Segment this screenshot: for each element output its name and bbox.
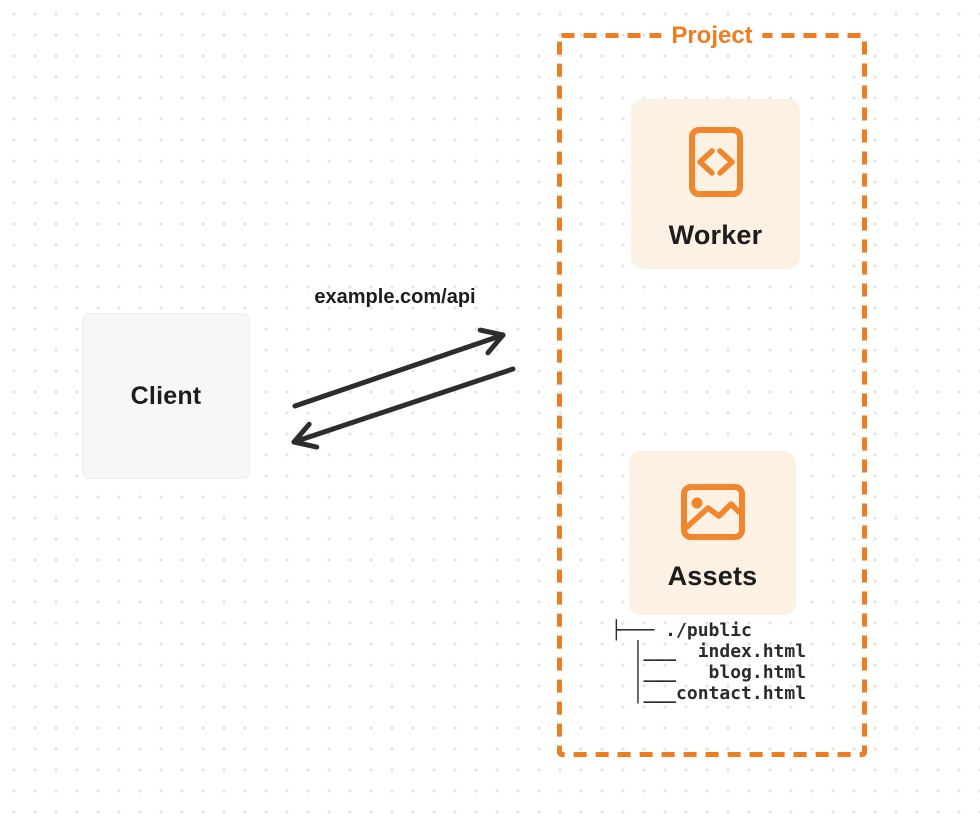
assets-label: Assets bbox=[667, 561, 758, 591]
code-document-icon bbox=[688, 127, 743, 197]
request-arrow bbox=[292, 327, 506, 409]
assets-file-tree: ├─── ./public │___ index.html │___ blog.… bbox=[611, 620, 806, 704]
image-icon bbox=[680, 484, 745, 540]
worker-label: Worker bbox=[668, 220, 763, 250]
client-label: Client bbox=[130, 381, 202, 410]
assets-node: Assets bbox=[629, 451, 796, 615]
request-url-label: example.com/api bbox=[314, 286, 476, 308]
client-node: Client bbox=[82, 313, 250, 479]
tree-line-public: ├─── ./public bbox=[611, 620, 752, 641]
response-arrow bbox=[291, 366, 516, 450]
tree-line-blog: │___ blog.html bbox=[611, 662, 807, 683]
worker-node: Worker bbox=[631, 99, 800, 269]
tree-line-index: │___ index.html bbox=[611, 641, 807, 662]
tree-line-contact: │___contact.html bbox=[611, 683, 807, 704]
project-label: Project bbox=[661, 21, 763, 50]
